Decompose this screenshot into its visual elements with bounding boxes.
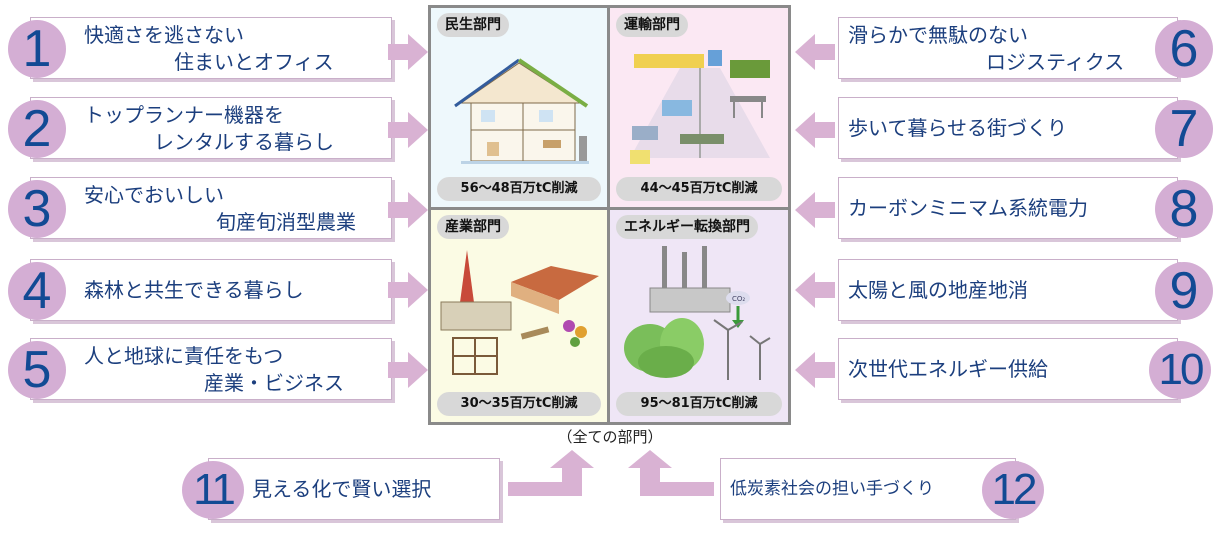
action-box: [838, 259, 1178, 321]
arrow-left-icon: [795, 34, 835, 70]
arrow-left-icon: [795, 352, 835, 388]
action-text-line1: 安心でおいしい: [84, 183, 224, 207]
arrow-elbow-up-right-icon: [508, 450, 594, 496]
sector-residential: 民生部門 56～48百万tC削減: [431, 8, 607, 207]
action-item-9: 9 太陽と風の地産地消: [838, 259, 1213, 321]
action-text-line1: 滑らかで無駄のない: [848, 23, 1028, 47]
action-number: 5: [8, 341, 66, 399]
action-number: 2: [8, 100, 66, 158]
action-box: [30, 259, 392, 321]
action-number: 3: [8, 180, 66, 238]
sector-label: 民生部門: [437, 13, 509, 37]
action-number: 4: [8, 262, 66, 320]
action-text-line2: 産業・ビジネス: [204, 371, 344, 395]
arrow-left-icon: [795, 192, 835, 228]
action-number: 7: [1155, 100, 1213, 158]
action-text-line2: ロジスティクス: [986, 50, 1125, 74]
action-text-line1: カーボンミニマム系統電力: [848, 196, 1088, 220]
action-item-8: 8 カーボンミニマム系統電力: [838, 177, 1213, 239]
action-text-line1: 次世代エネルギー供給: [848, 357, 1048, 381]
sector-reduction: 56～48百万tC削減: [437, 177, 601, 201]
sector-grid: 民生部門 56～48百万tC削減 運輸部門 44～45百万tC削減: [428, 5, 791, 425]
action-number: 9: [1155, 262, 1213, 320]
sector-reduction: 44～45百万tC削減: [616, 177, 782, 201]
action-number: 1: [8, 20, 66, 78]
action-number: 6: [1155, 20, 1213, 78]
action-box: [838, 17, 1178, 79]
action-item-2: 2 トップランナー機器を レンタルする暮らし: [8, 97, 408, 159]
action-text-line1: 低炭素社会の担い手づくり: [730, 479, 934, 499]
action-item-11: 11 見える化で賢い選択: [182, 458, 502, 520]
action-text-line2: 住まいとオフィス: [174, 50, 334, 74]
action-number: 11: [182, 461, 244, 519]
sector-energy-conversion: CO₂ エネルギー転換部門 95～81百万tC削減: [610, 210, 788, 422]
action-box: [30, 177, 392, 239]
action-text-line1: 快適さを逃さない: [84, 23, 244, 47]
action-number: 12: [982, 461, 1044, 519]
transport-illustration: [630, 50, 770, 164]
action-box: [838, 338, 1178, 400]
action-box: [720, 458, 1016, 520]
action-text-line2: 旬産旬消型農業: [216, 210, 356, 234]
action-number: 10: [1149, 341, 1211, 399]
svg-text:CO₂: CO₂: [732, 295, 745, 303]
arrow-elbow-up-left-icon: [628, 450, 714, 496]
arrow-right-icon: [388, 352, 428, 388]
arrow-left-icon: [795, 272, 835, 308]
energy-illustration: CO₂: [624, 246, 771, 380]
sector-label: 運輸部門: [616, 13, 688, 37]
action-box: [208, 458, 500, 520]
sector-transport: 運輸部門 44～45百万tC削減: [610, 8, 788, 207]
sector-industry: 産業部門 30～35百万tC削減: [431, 210, 607, 422]
action-text-line1: 歩いて暮らせる街づくり: [848, 116, 1067, 140]
action-text-line2: レンタルする暮らし: [154, 130, 334, 154]
action-box: [30, 17, 392, 79]
arrow-right-icon: [388, 112, 428, 148]
arrow-right-icon: [388, 192, 428, 228]
arrow-left-icon: [795, 112, 835, 148]
action-text-line1: 人と地球に責任をもつ: [84, 344, 284, 368]
action-text-line1: 森林と共生できる暮らし: [84, 278, 304, 302]
action-item-5: 5 人と地球に責任をもつ 産業・ビジネス: [8, 338, 408, 400]
action-box: [30, 338, 392, 400]
action-box: [838, 177, 1178, 239]
sector-label: エネルギー転換部門: [616, 215, 758, 239]
sector-label: 産業部門: [437, 215, 509, 239]
action-item-1: 1 快適さを逃さない 住まいとオフィス: [8, 17, 408, 79]
action-item-10: 10 次世代エネルギー供給: [838, 338, 1213, 400]
industry-illustration: [440, 250, 599, 375]
all-sectors-label: （全ての部門）: [557, 428, 663, 446]
action-text-line1: 見える化で賢い選択: [252, 477, 432, 501]
action-box: [30, 97, 392, 159]
action-item-7: 7 歩いて暮らせる街づくり: [838, 97, 1213, 159]
action-item-3: 3 安心でおいしい 旬産旬消型農業: [8, 177, 408, 239]
house-illustration: [454, 58, 589, 164]
action-text-line1: トップランナー機器を: [84, 103, 284, 127]
sector-reduction: 95～81百万tC削減: [616, 392, 782, 416]
action-number: 8: [1155, 180, 1213, 238]
action-item-6: 6 滑らかで無駄のない ロジスティクス: [838, 17, 1213, 79]
action-text-line1: 太陽と風の地産地消: [848, 278, 1028, 302]
action-box: [838, 97, 1178, 159]
action-item-12: 低炭素社会の担い手づくり 12: [720, 458, 1050, 520]
arrow-right-icon: [388, 272, 428, 308]
action-item-4: 4 森林と共生できる暮らし: [8, 259, 408, 321]
sector-reduction: 30～35百万tC削減: [437, 392, 601, 416]
arrow-right-icon: [388, 34, 428, 70]
